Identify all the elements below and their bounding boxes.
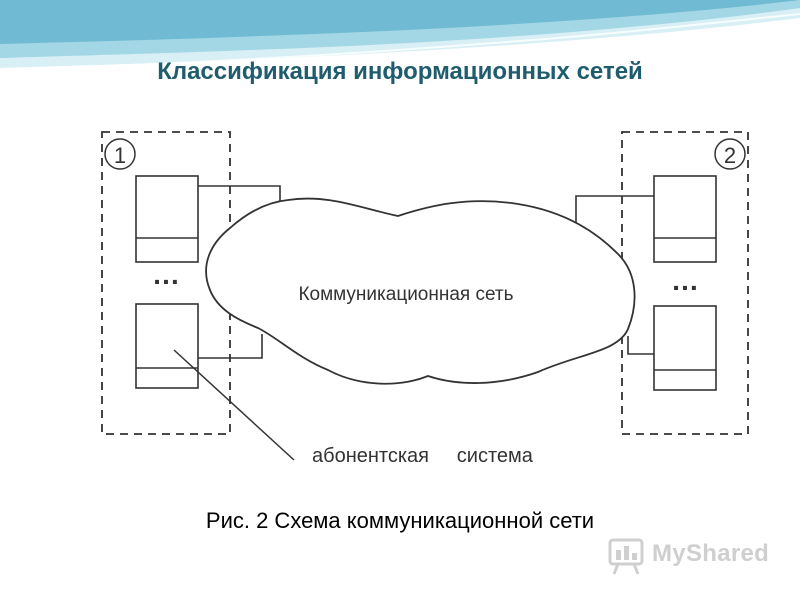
communication-network-cloud xyxy=(205,197,636,385)
figure-caption: Рис. 2 Схема коммуникационной сети xyxy=(205,508,595,533)
terminal-left-top xyxy=(135,175,199,263)
slide-title: Классификация информационных сетей xyxy=(157,58,643,85)
link-right-bottom xyxy=(627,336,654,355)
terminal-left-bottom xyxy=(135,303,199,389)
link-right-top xyxy=(575,195,654,226)
terminal-right-bottom xyxy=(653,305,717,391)
ellipsis-right: … xyxy=(671,265,699,296)
callout-line xyxy=(173,349,295,461)
group-right-number: 2 xyxy=(724,143,736,168)
terminal-right-top xyxy=(653,175,717,263)
header-wave-decoration xyxy=(0,0,800,71)
group-left-number: 1 xyxy=(114,143,126,168)
watermark-logo-icon xyxy=(608,538,644,575)
group-right-badge xyxy=(714,138,746,170)
watermark-text: MyShared xyxy=(652,540,770,567)
callout-label: абонентская система xyxy=(312,445,534,467)
subscriber-group-left xyxy=(101,131,231,435)
ellipsis-left: … xyxy=(152,259,180,290)
group-left-badge xyxy=(104,138,136,170)
network-diagram: 1 … 2 … Коммуникационная сеть xyxy=(98,124,758,480)
cloud-label: Коммуникационная сеть xyxy=(298,284,513,305)
link-left-bottom xyxy=(198,334,263,359)
network-diagram-svg: 1 … 2 … Коммуникационная сеть xyxy=(101,131,749,467)
